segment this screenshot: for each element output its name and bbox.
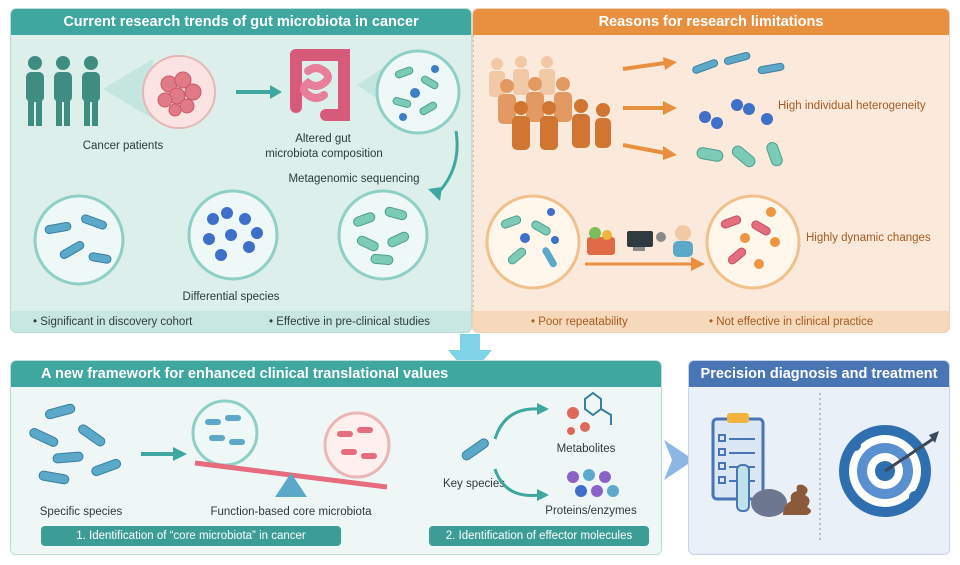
arrow-right-icon (622, 57, 677, 71)
bullet-preclinical: • Effective in pre-clinical studies (269, 316, 431, 328)
zoom-cone-shape (103, 59, 153, 119)
footer-current-trends: • Significant in discovery cohort • Effe… (11, 311, 471, 332)
panel-title-new-framework: A new framework for enhanced clinical tr… (11, 361, 661, 387)
rod-bacteria-icon (692, 52, 785, 75)
label-highly-dynamic: Highly dynamic changes (806, 232, 931, 244)
precision-target-icon (839, 425, 939, 517)
bullet-poor-repeatability: • Poor repeatability (531, 316, 628, 328)
metabolites-icon (567, 391, 612, 435)
diagnosis-clipboard-icon (711, 413, 811, 517)
bacteria-circle-icon (485, 194, 581, 290)
diverse-patients-icon (489, 56, 611, 150)
bullet-not-effective: • Not effective in clinical practice (709, 316, 874, 328)
arrow-right-icon (236, 85, 282, 99)
balance-seesaw-icon (191, 399, 391, 497)
bacteria-circle-icon (337, 189, 429, 281)
curved-arrow-icon (493, 468, 549, 501)
panel-limitations: Reasons for research limitations (472, 8, 950, 333)
panel-current-trends: Current research trends of gut microbiot… (10, 8, 472, 333)
label-altered-gut-2: microbiota composition (265, 148, 383, 160)
panel-new-framework: A new framework for enhanced clinical tr… (10, 360, 662, 555)
panel-title-current-trends: Current research trends of gut microbiot… (11, 9, 471, 35)
label-altered-gut-1: Altered gut (295, 133, 351, 145)
panel-precision: Precision diagnosis and treatment (688, 360, 950, 555)
label-specific-species: Specific species (39, 506, 123, 518)
lifestyle-factors-icon (587, 225, 693, 257)
label-high-heterogeneity: High individual heterogeneity (778, 100, 926, 112)
arrow-right-icon (622, 143, 677, 160)
panel-title-precision: Precision diagnosis and treatment (689, 361, 949, 387)
curved-arrow-icon (493, 403, 549, 440)
step1-pill: 1. Identification of “core microbiota” i… (41, 526, 341, 546)
arrow-right-icon (623, 101, 677, 115)
cancer-patients-icon (26, 56, 100, 126)
step2-pill: 2. Identification of effector molecules (429, 526, 649, 546)
cocci-bacteria-icon (699, 99, 773, 129)
label-differential-species: Differential species (182, 291, 280, 303)
bullet-discovery-cohort: • Significant in discovery cohort (33, 316, 193, 328)
specific-species-icon (29, 403, 122, 485)
arrow-right-icon (664, 440, 694, 480)
label-key-species: Key species (442, 478, 505, 490)
label-cancer-patients: Cancer patients (82, 140, 164, 152)
gut-intestine-icon (290, 49, 350, 121)
label-proteins-enzymes: Proteins/enzymes (545, 505, 637, 517)
bacteria-circle-icon (187, 189, 279, 281)
label-core-microbiota: Function-based core microbiota (210, 506, 372, 518)
key-species-icon (461, 438, 489, 461)
divider (473, 35, 474, 311)
arrow-right-icon (585, 257, 705, 271)
tumor-cells-icon (142, 55, 216, 129)
label-metabolites: Metabolites (556, 443, 616, 455)
label-metagenomic-sequencing: Metagenomic sequencing (288, 173, 420, 185)
arrow-right-icon (141, 447, 187, 461)
bacteria-circle-icon (33, 194, 125, 286)
rod-bacteria-icon (696, 142, 783, 168)
panel-title-limitations: Reasons for research limitations (473, 9, 949, 35)
bacteria-circle-icon (375, 49, 461, 135)
proteins-enzymes-icon (567, 469, 619, 497)
curved-arrow-icon (428, 130, 459, 201)
bacteria-circle-icon (705, 194, 801, 290)
footer-limitations: • Poor repeatability • Not effective in … (473, 311, 949, 332)
divider (819, 393, 821, 543)
